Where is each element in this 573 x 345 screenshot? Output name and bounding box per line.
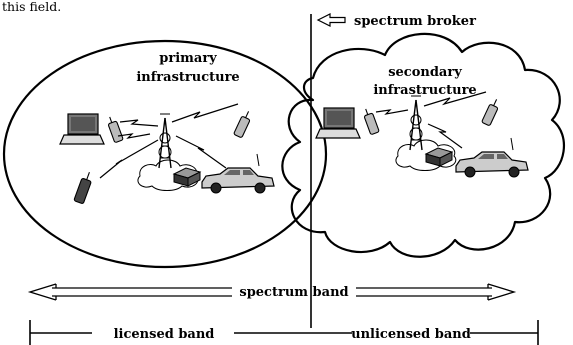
primary-network-ellipse xyxy=(2,39,328,269)
secondary-base-station-box-icon xyxy=(424,147,454,167)
licensed-band-label: licensed band xyxy=(114,327,215,342)
primary-base-station-box-icon xyxy=(172,167,202,187)
header-fragment: this field. xyxy=(2,0,61,14)
spectrum-band-arrow xyxy=(27,283,517,301)
primary-cell-tower-icon xyxy=(158,113,172,169)
primary-car-icon xyxy=(201,153,275,194)
secondary-cell-tower-icon xyxy=(409,95,423,151)
band-scale xyxy=(29,320,539,345)
primary-label-line2: infrastructure xyxy=(136,70,239,85)
primary-laptop-icon xyxy=(59,113,105,145)
primary-phone-icon-2 xyxy=(73,172,92,204)
secondary-wireless-links xyxy=(375,91,487,149)
secondary-phone-icon-1 xyxy=(364,108,380,135)
spectrum-band-label: spectrum band xyxy=(239,285,348,300)
secondary-label-line2: infrastructure xyxy=(373,83,476,98)
primary-phone-icon-3 xyxy=(233,111,251,138)
primary-phone-icon-1 xyxy=(108,116,124,143)
primary-wireless-links xyxy=(99,103,239,179)
secondary-label-line1: secondary xyxy=(388,65,462,80)
secondary-car-icon xyxy=(455,137,529,178)
secondary-network-cloud xyxy=(281,32,566,258)
secondary-laptop-icon xyxy=(315,107,361,139)
unlicensed-band-label: unlicensed band xyxy=(351,327,471,342)
spectrum-broker-label: spectrum broker xyxy=(354,14,476,29)
spectrum-broker-arrow xyxy=(316,13,346,27)
secondary-phone-icon-2 xyxy=(481,99,499,126)
primary-label-line1: primary xyxy=(159,51,217,66)
